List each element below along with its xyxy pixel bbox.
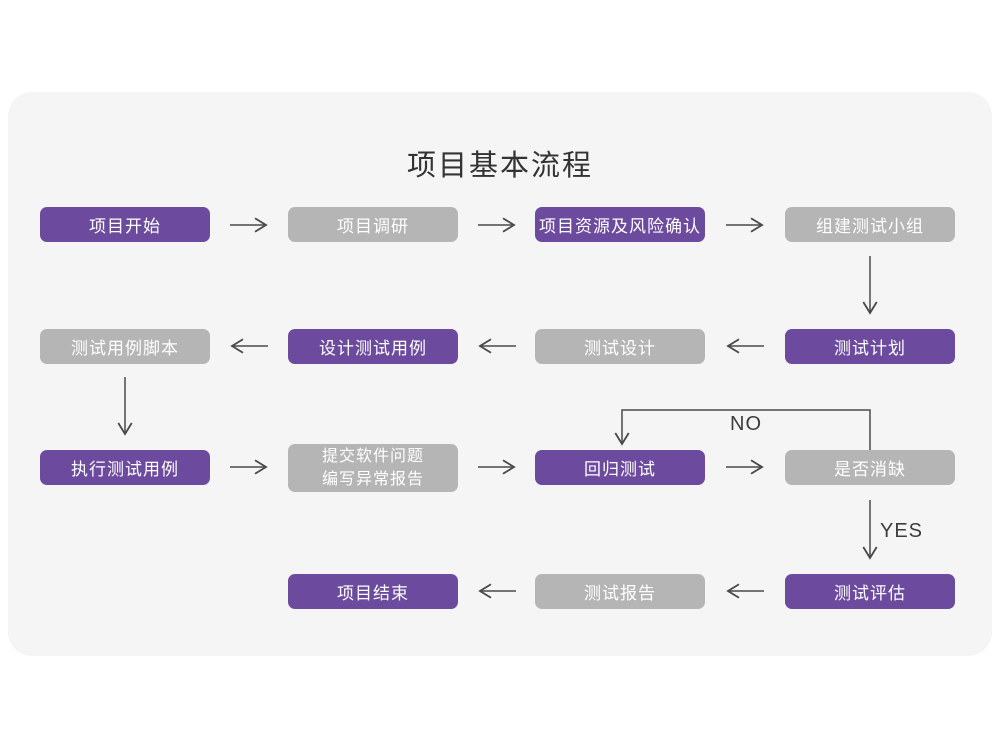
flowchart-card bbox=[8, 92, 992, 656]
page-title: 项目基本流程 bbox=[406, 150, 593, 182]
edge-label-yes: YES bbox=[880, 520, 924, 542]
node-regression-test: 回归测试 bbox=[535, 450, 705, 485]
node-project-end: 项目结束 bbox=[288, 574, 458, 609]
edge-label-no: NO bbox=[730, 413, 762, 435]
node-issue-report: 提交软件问题 编写异常报告 bbox=[288, 444, 458, 492]
node-test-case-script: 测试用例脚本 bbox=[40, 329, 210, 364]
node-test-plan: 测试计划 bbox=[785, 329, 955, 364]
node-project-start: 项目开始 bbox=[40, 207, 210, 242]
node-resource-risk: 项目资源及风险确认 bbox=[535, 207, 705, 242]
node-test-report: 测试报告 bbox=[535, 574, 705, 609]
node-test-evaluate: 测试评估 bbox=[785, 574, 955, 609]
node-defect-check: 是否消缺 bbox=[785, 450, 955, 485]
node-design-test-case: 设计测试用例 bbox=[288, 329, 458, 364]
node-project-research: 项目调研 bbox=[288, 207, 458, 242]
node-execute-test-case: 执行测试用例 bbox=[40, 450, 210, 485]
node-build-test-team: 组建测试小组 bbox=[785, 207, 955, 242]
node-test-design: 测试设计 bbox=[535, 329, 705, 364]
